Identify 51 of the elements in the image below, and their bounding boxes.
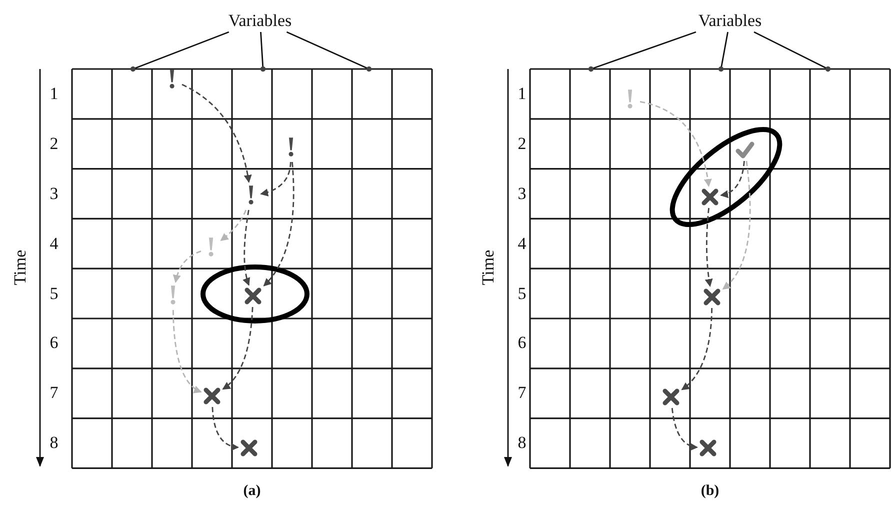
- axis-title: Time: [12, 248, 28, 288]
- axis-label: Variables: [691, 9, 769, 31]
- dashed-arrow: [671, 408, 698, 450]
- dashed-arrow: [222, 306, 254, 390]
- exclamation-mark: !: [243, 184, 259, 208]
- row-number: 5: [48, 284, 60, 302]
- row-number: 3: [516, 184, 528, 202]
- dashed-arrow: [640, 101, 712, 187]
- row-number: 5: [516, 284, 528, 302]
- row-number: 4: [516, 234, 528, 252]
- dashed-arrow: [173, 250, 202, 283]
- dashed-arrow: [260, 162, 292, 196]
- axis-title: Time: [480, 248, 496, 288]
- dashed-arrow: [681, 308, 713, 390]
- dashed-arrow: [242, 210, 250, 286]
- dashed-arrow: [263, 162, 294, 286]
- row-number: 4: [48, 234, 60, 252]
- row-number: 8: [48, 434, 60, 452]
- exclamation-mark: !: [164, 68, 180, 92]
- check-icon: [735, 141, 755, 159]
- exclamation-mark: !: [165, 284, 181, 308]
- row-number: 2: [516, 134, 528, 152]
- row-number: 6: [516, 334, 528, 352]
- panel-caption: (b): [700, 484, 720, 499]
- dashed-arrow: [182, 84, 252, 183]
- cross-icon: [699, 439, 717, 457]
- dashed-arrow: [172, 310, 202, 393]
- row-number: 1: [48, 84, 60, 102]
- row-number: 7: [48, 384, 60, 402]
- exclamation-mark: !: [203, 236, 219, 260]
- dashed-arrow: [704, 208, 713, 287]
- row-number: 1: [516, 84, 528, 102]
- dashed-arrow: [722, 160, 751, 290]
- cross-icon: [701, 188, 719, 206]
- cross-icon: [244, 287, 262, 305]
- row-number: 2: [48, 134, 60, 152]
- dashed-arrow: [220, 210, 247, 242]
- cross-icon: [662, 388, 680, 406]
- cross-icon: [703, 288, 721, 306]
- cross-icon: [203, 387, 221, 405]
- row-number: 3: [48, 184, 60, 202]
- row-number: 8: [516, 434, 528, 452]
- panel-caption: (a): [242, 484, 262, 499]
- dashed-arrow: [720, 160, 745, 198]
- exclamation-mark: !: [283, 136, 299, 160]
- row-number: 7: [516, 384, 528, 402]
- row-number: 6: [48, 334, 60, 352]
- exclamation-mark: !: [622, 88, 638, 112]
- cross-icon: [240, 439, 258, 457]
- dashed-arrow: [212, 406, 239, 450]
- axis-label: Variables: [221, 9, 299, 31]
